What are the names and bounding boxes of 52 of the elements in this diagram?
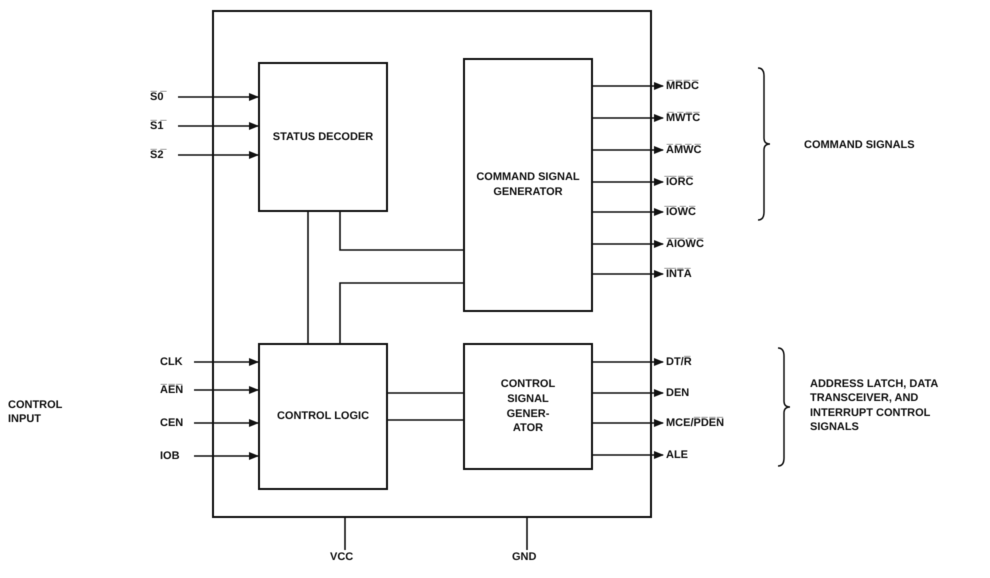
arrow [194, 419, 259, 427]
arrow [593, 146, 664, 154]
signal-label: I̅O̅W̅C̅ [666, 205, 716, 219]
arrow [593, 451, 664, 459]
arrow [178, 151, 259, 159]
signal-label: A̅E̅N̅ [160, 383, 190, 397]
signal-label: S̅2̅ [150, 148, 174, 162]
connector-line [307, 212, 309, 343]
arrow [194, 452, 259, 460]
signal-label: CLK [160, 355, 190, 369]
connector-line [344, 518, 346, 550]
arrow [178, 122, 259, 130]
signal-label: DEN [666, 386, 726, 400]
arrow [593, 270, 664, 278]
group-label: COMMAND SIGNALS [804, 138, 916, 152]
connector-line [339, 212, 463, 251]
arrow [593, 178, 664, 186]
connector-line [387, 392, 464, 421]
signal-label: S̅1̅ [150, 119, 174, 133]
signal-label: I̅N̅T̅A̅ [666, 267, 716, 281]
signal-label: M̅R̅D̅C̅ [666, 79, 716, 93]
signal-label: I̅O̅R̅C̅ [666, 175, 716, 189]
arrow [593, 208, 664, 216]
arrow [178, 93, 259, 101]
signal-label: A̅M̅W̅C̅ [666, 143, 716, 157]
signal-label: S̅0̅ [150, 90, 174, 104]
signal-label: DT/R̅ [666, 355, 726, 369]
arrow [593, 389, 664, 397]
function-block: STATUS DECODER [258, 62, 388, 212]
signal-label: CEN [160, 416, 190, 430]
arrow [593, 358, 664, 366]
signal-label: VCC [330, 550, 360, 564]
connector-line [526, 518, 528, 550]
group-label: ADDRESS LATCH, DATA TRANSCEIVER, AND INTERRUPT CONTROL SIGNALS [810, 377, 939, 434]
function-block: CONTROL SIGNAL GENER- ATOR [463, 343, 593, 470]
arrow [593, 82, 664, 90]
function-block: CONTROL LOGIC [258, 343, 388, 490]
arrow [593, 419, 664, 427]
function-block: COMMAND SIGNAL GENERATOR [463, 58, 593, 312]
signal-label: IOB [160, 449, 190, 463]
arrow [194, 386, 259, 394]
arrow [194, 358, 259, 366]
signal-label: ALE [666, 448, 726, 462]
group-label: CONTROL INPUT [8, 398, 64, 427]
signal-label: A̅I̅O̅W̅C̅ [666, 237, 716, 251]
signal-label: GND [512, 550, 542, 564]
arrow [593, 114, 664, 122]
signal-label: M̅W̅T̅C̅ [666, 111, 716, 125]
chip-outline [212, 10, 652, 518]
connector-line [339, 282, 463, 343]
arrow [593, 240, 664, 248]
signal-label: MCE/P̅D̅E̅N̅ [666, 416, 746, 430]
